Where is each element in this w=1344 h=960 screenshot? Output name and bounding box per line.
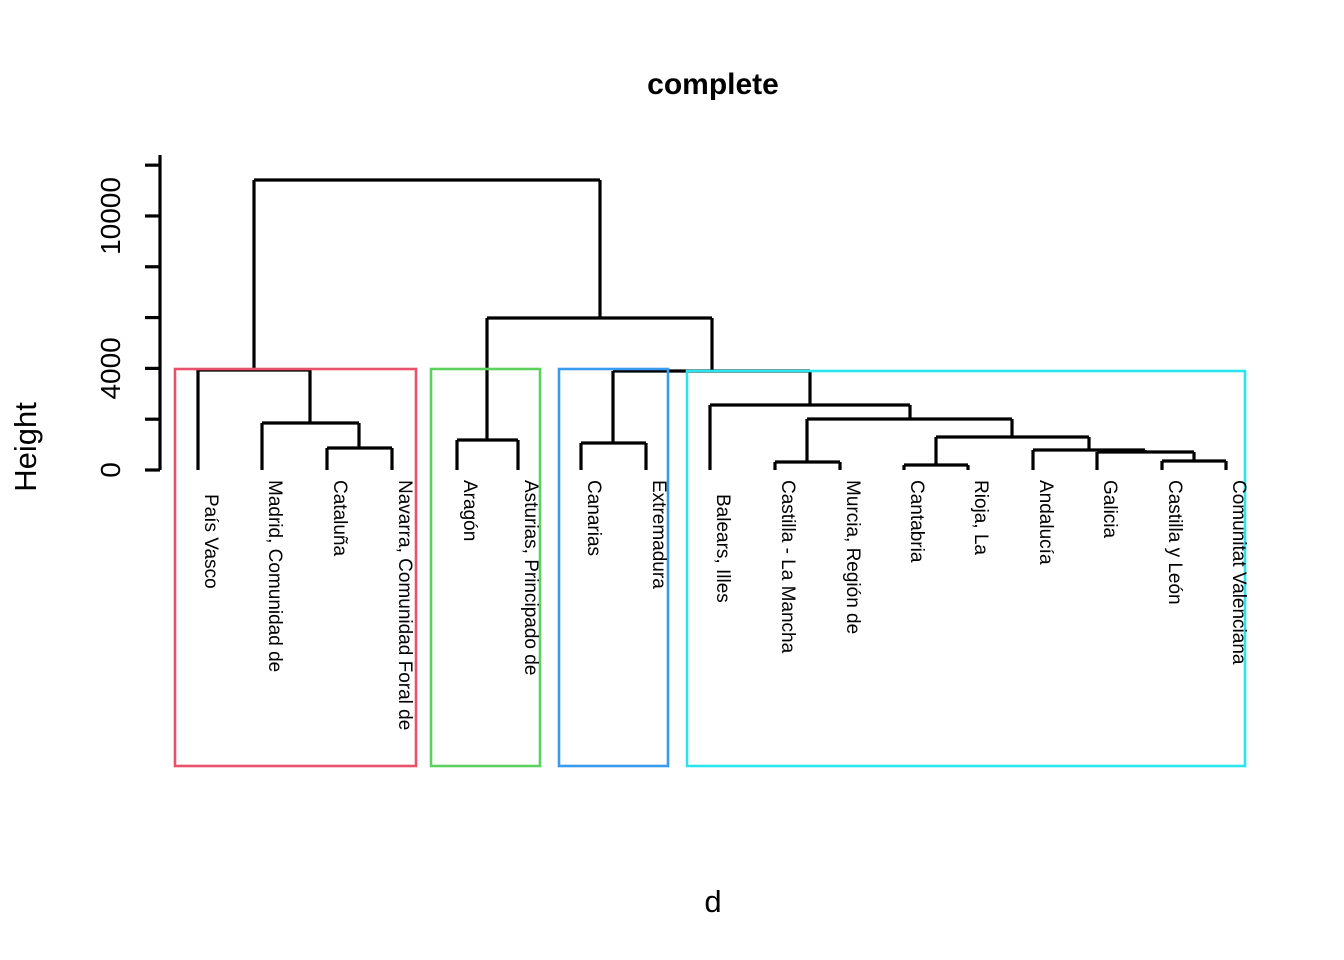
leaf-label: Cataluña [329,480,350,556]
leaf-label: Canarias [583,480,604,556]
cluster-box-blue[interactable] [557,367,670,768]
y-axis-tick-label: 4000 [95,337,126,399]
leaf-label: Castilla y León [1164,480,1185,605]
leaf-labels: País Vasco Madrid, Comunidad de Cataluña Na… [200,480,1249,730]
cluster-box-green[interactable] [429,367,542,768]
leaf-label: Navarra, Comunidad Foral de [394,480,415,730]
leaf-label: Andalucía [1035,480,1056,565]
leaf-label: Rioja, La [970,480,991,555]
leaf-label: Extremadura [648,480,669,589]
cluster-box-red[interactable] [173,367,418,768]
leaf-label: País Vasco [200,494,221,589]
leaf-label: Comunitat Valenciana [1228,480,1249,665]
leaf-label: Madrid, Comunidad de [264,480,285,672]
x-axis-label: d [704,884,721,919]
leaf-label: Galicia [1099,480,1120,539]
cluster-box-cyan[interactable] [685,369,1247,768]
leaf-label: Balears, Illes [712,494,733,603]
page-title: complete [647,68,779,101]
y-axis-tick-label: 0 [95,462,126,478]
y-axis-label: Height [8,402,43,492]
leaf-label: Castilla - La Mancha [777,480,798,654]
y-axis: 0 4000 10000 [95,155,162,478]
leaf-label: Murcia, Región de [842,480,863,634]
y-axis-tick-label: 10000 [95,177,126,255]
leaf-label: Asturias, Principado de [520,480,541,675]
leaf-label: Aragón [459,480,480,541]
cluster-boxes [173,367,1247,768]
leaf-label: Cantabria [906,480,927,563]
